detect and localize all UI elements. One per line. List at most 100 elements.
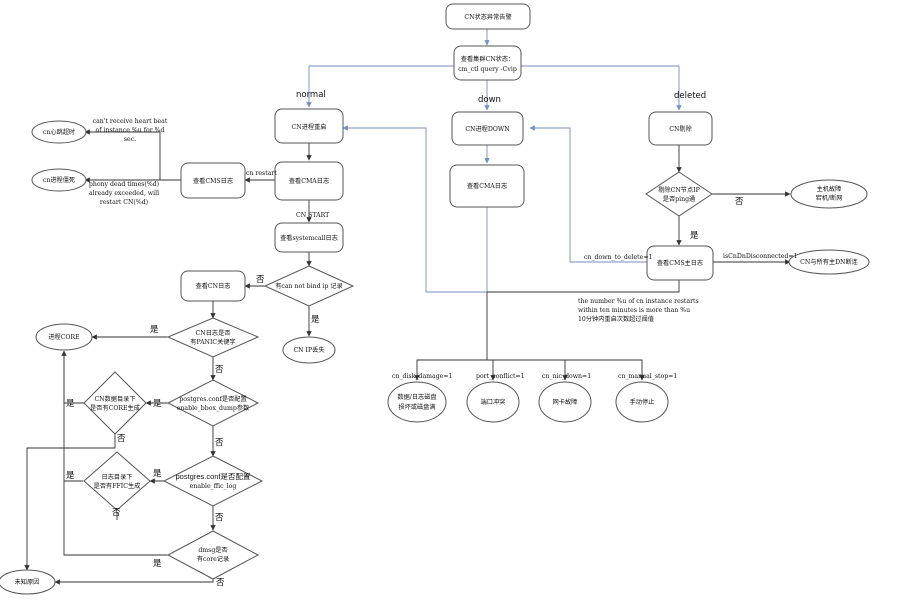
node-ping-check[interactable]: 剔除CN节点IP 是否ping通 — [645, 171, 713, 217]
node-cn-alarm[interactable]: CN状态异常告警 — [445, 3, 531, 30]
node-cma-log-down-label: 查看CMA日志 — [467, 182, 507, 190]
node-cn-deleted[interactable]: CN剔除 — [648, 111, 713, 146]
node-query-line-2: cm_ctl query -Cvip — [458, 66, 517, 73]
node-ffic-dir-check-line-1: 日志目录下 — [102, 473, 133, 481]
node-cn-down-label: CN进程DOWN — [465, 125, 510, 133]
label-dmsg-yes: 是 — [153, 558, 162, 568]
node-dmsg-check-line-2: 有core记录 — [197, 555, 229, 563]
node-process-core[interactable]: 进程CORE — [35, 323, 93, 351]
label-restart-times-line-2: within ten minutes is more than %u — [578, 307, 690, 314]
label-hang-line-1: phony dead times(%d) — [89, 181, 159, 188]
edge-cms-down — [529, 125, 647, 263]
edge-query-normal — [306, 65, 454, 108]
node-bind-ip-check-label: 有can not bind ip 记录 — [275, 282, 343, 290]
node-cn-heartbeat-label: cn心跳超时 — [43, 128, 75, 136]
node-ffic-check-line-2: enable_ffic_log — [190, 483, 237, 490]
node-cn-dn-disconnected[interactable]: CN与所有主DN断连 — [788, 249, 870, 275]
label-bindip-yes: 是 — [311, 314, 320, 324]
node-ffic-dir-check[interactable]: 日志目录下 是否有FFIC生成 — [83, 451, 151, 511]
label-ffic-no: 否 — [215, 512, 224, 522]
edge-cma-restart — [342, 125, 488, 293]
nodes: CN状态异常告警 查看集群CN状态： cm_ctl query -Cvip CN… — [0, 3, 870, 595]
node-cn-ip-lost-label: CN IP丢失 — [293, 346, 324, 354]
node-bind-ip-check[interactable]: 有can not bind ip 记录 — [263, 265, 355, 307]
node-process-core-label: 进程CORE — [48, 333, 80, 341]
node-query[interactable]: 查看集群CN状态： cm_ctl query -Cvip — [453, 45, 522, 81]
node-systemcall-log-label: 查看systemcall日志 — [280, 234, 338, 242]
node-cn-deleted-label: CN剔除 — [669, 125, 692, 133]
node-cn-hang[interactable]: cn进程僵死 — [31, 168, 87, 192]
node-bbox-check-line-2: enable_bbox_dump参数 — [177, 404, 250, 412]
edge-dmsg-unknown — [54, 579, 214, 585]
label-ping-yes: 是 — [690, 230, 699, 240]
node-cms-main-log-label: 查看CMS主日志 — [657, 259, 703, 267]
node-panic-check-line-1: CN日志是否 — [196, 329, 231, 337]
node-cn-heartbeat[interactable]: cn心跳超时 — [31, 120, 87, 144]
node-nic-fault-label: 网卡故障 — [553, 398, 578, 406]
node-port-conflict[interactable]: 端口冲突 — [466, 381, 520, 423]
node-nic-fault[interactable]: 网卡故障 — [538, 381, 592, 423]
edge-cms-restart-times — [487, 280, 680, 293]
node-cn-ip-lost[interactable]: CN IP丢失 — [282, 336, 336, 364]
node-cn-hang-label: cn进程僵死 — [43, 176, 75, 184]
label-bbox-yes: 是 — [153, 398, 162, 408]
node-disk-full[interactable]: 数据/日志磁盘 损坏或磁盘满 — [387, 381, 447, 423]
node-manual-stop[interactable]: 手动停止 — [615, 381, 669, 423]
node-ffic-check-line-1: postgres.conf是否配置 — [175, 472, 251, 481]
node-bbox-check-line-1: postgres.conf是否配置 — [179, 396, 246, 403]
label-bbox-no: 否 — [215, 437, 224, 447]
label-fficdir-yes: 是 — [66, 470, 75, 480]
label-cn-manual-stop: cn_manual_stop=1 — [618, 373, 677, 380]
label-cn-nic-down: cn_nic_down=1 — [542, 373, 591, 380]
node-cms-log[interactable]: 查看CMS日志 — [180, 162, 246, 199]
node-cn-restart[interactable]: CN进程重启 — [274, 108, 344, 144]
node-systemcall-log[interactable]: 查看systemcall日志 — [274, 222, 344, 253]
node-unknown-label: 未知原因 — [15, 578, 40, 586]
node-unknown[interactable]: 未知原因 — [0, 569, 56, 595]
label-normal: normal — [296, 90, 326, 100]
label-ffic-yes: 是 — [153, 468, 162, 478]
edge-cms-heartbeat — [84, 129, 181, 181]
node-dmsg-check[interactable]: dmsg是否 有core记录 — [166, 530, 260, 580]
node-host-fault[interactable]: 主机故障 宕机/断网 — [790, 179, 868, 209]
node-port-conflict-label: 端口冲突 — [481, 398, 506, 406]
edge-cma-manual — [565, 359, 645, 381]
node-cn-log[interactable]: 查看CN日志 — [180, 270, 246, 302]
node-panic-check-line-2: 有PANIC关键字 — [190, 338, 235, 346]
label-panic-yes: 是 — [150, 324, 159, 334]
label-cn-start: CN START — [296, 212, 330, 219]
node-panic-check[interactable]: CN日志是否 有PANIC关键字 — [166, 317, 260, 358]
label-deleted: deleted — [674, 91, 706, 101]
node-bbox-check[interactable]: postgres.conf是否配置 enable_bbox_dump参数 — [166, 379, 260, 427]
node-cn-log-label: 查看CN日志 — [196, 282, 231, 290]
label-bindip-no: 否 — [256, 274, 265, 284]
edge-query-deleted — [521, 65, 682, 111]
node-core-dir-check[interactable]: CN数据目录下 是否有CORE生成 — [83, 371, 147, 435]
edges — [24, 29, 791, 585]
node-ping-check-line-2: 是否ping通 — [663, 195, 695, 203]
label-port-conflict: port_conflict=1 — [476, 373, 525, 380]
node-disk-full-line-1: 数据/日志磁盘 — [397, 393, 436, 401]
node-ffic-check[interactable]: postgres.conf是否配置 enable_ffic_log — [162, 455, 264, 507]
label-cn-restart: cn restart — [246, 170, 277, 177]
node-ping-check-line-1: 剔除CN节点IP — [658, 186, 700, 194]
edge-coredir-core — [61, 350, 84, 404]
node-host-fault-line-2: 宕机/断网 — [816, 194, 843, 202]
label-fficdir-no: 否 — [112, 507, 121, 517]
label-heartbeat-line-3: sec. — [124, 136, 136, 143]
node-cma-log-restart[interactable]: 查看CMA日志 — [274, 161, 344, 201]
label-hang-line-2: already exceeded, will — [89, 190, 159, 197]
node-cn-dn-disconnected-label: CN与所有主DN断连 — [800, 258, 858, 266]
label-restart-times-line-3: 10分钟内重启次数超过阈值 — [578, 315, 654, 323]
node-disk-full-line-2: 损坏或磁盘满 — [398, 403, 435, 411]
label-coredir-yes: 是 — [66, 398, 75, 408]
node-cma-log-down[interactable]: 查看CMA日志 — [449, 164, 525, 208]
node-core-dir-check-line-2: 是否有CORE生成 — [90, 404, 140, 412]
label-down: down — [478, 95, 501, 105]
label-hang-line-3: restart CN(%d) — [100, 199, 148, 206]
node-cms-main-log[interactable]: 查看CMS主日志 — [646, 245, 714, 281]
label-panic-no: 否 — [215, 364, 224, 374]
node-cn-down[interactable]: CN进程DOWN — [451, 111, 524, 146]
node-host-fault-line-1: 主机故障 — [817, 185, 842, 193]
